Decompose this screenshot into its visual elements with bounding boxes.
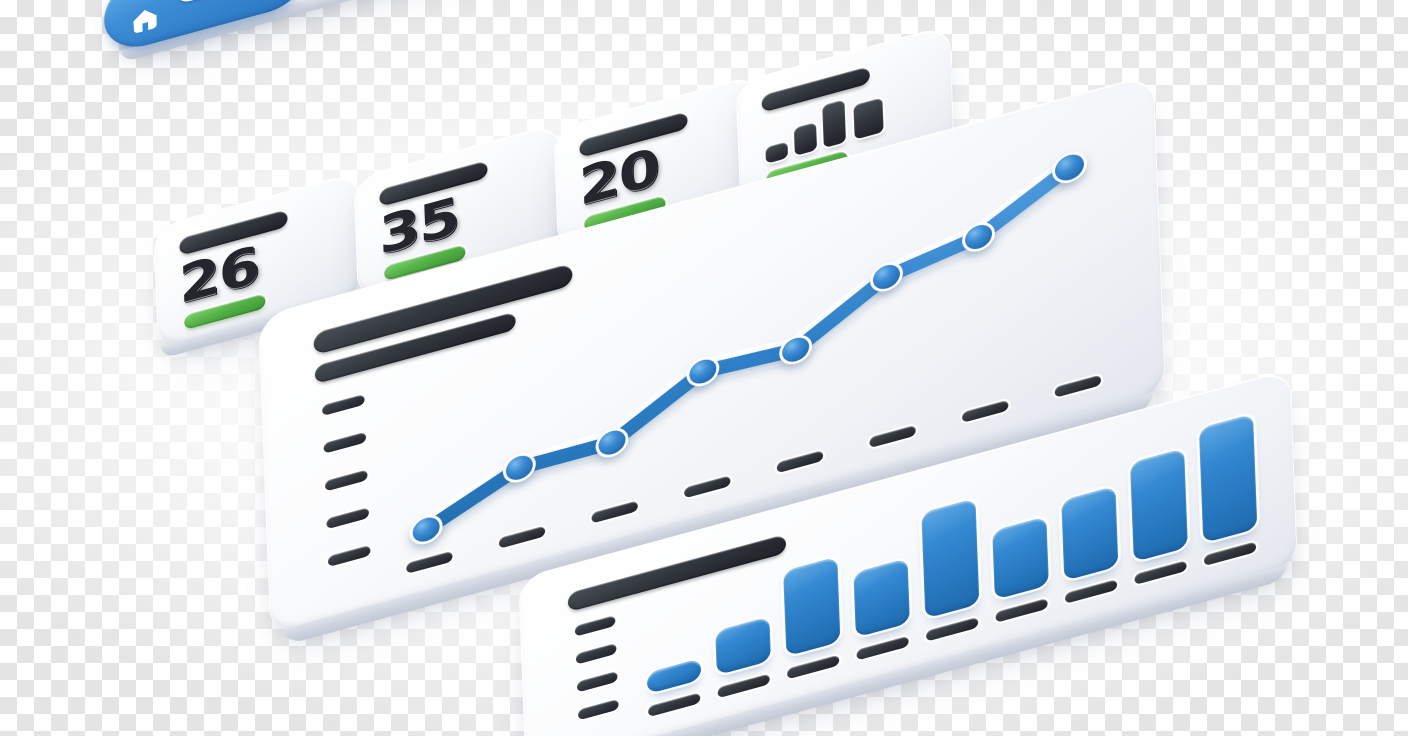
y-axis-tick xyxy=(574,615,616,637)
line-chart-series xyxy=(409,152,1087,545)
x-axis-tick xyxy=(925,616,979,642)
x-axis-tick xyxy=(1064,579,1118,604)
bar[interactable] xyxy=(853,558,910,638)
x-axis-tick xyxy=(647,692,701,718)
bar[interactable] xyxy=(1198,413,1258,544)
y-axis-tick xyxy=(577,698,619,721)
x-axis-tick xyxy=(717,673,770,699)
home-icon xyxy=(133,7,157,34)
arrow-up-icon xyxy=(300,217,340,265)
bar[interactable] xyxy=(1130,448,1188,563)
x-axis-tick xyxy=(1203,541,1257,567)
nav-strip-surface xyxy=(102,0,882,57)
y-axis-tick xyxy=(576,670,618,693)
bar[interactable] xyxy=(783,556,841,657)
mini-bar xyxy=(765,141,789,164)
bar[interactable] xyxy=(1061,485,1119,581)
arrow-up-icon xyxy=(500,168,540,216)
mini-bar xyxy=(853,97,884,140)
x-axis-tick xyxy=(786,654,840,680)
x-axis-tick xyxy=(995,597,1048,623)
arrow-up-icon xyxy=(700,119,740,167)
nav-item-active-label xyxy=(176,0,286,5)
bar[interactable] xyxy=(992,516,1049,600)
line-chart-panel[interactable] xyxy=(258,73,1166,637)
mini-bar xyxy=(793,122,818,156)
x-axis-tick xyxy=(1134,560,1187,586)
bar[interactable] xyxy=(921,498,980,619)
x-axis-tick xyxy=(856,635,909,661)
mini-bar xyxy=(822,99,847,149)
y-axis-tick xyxy=(575,642,617,665)
bar[interactable] xyxy=(715,616,771,676)
bar[interactable] xyxy=(646,658,702,695)
nav-item-active[interactable] xyxy=(102,0,311,57)
